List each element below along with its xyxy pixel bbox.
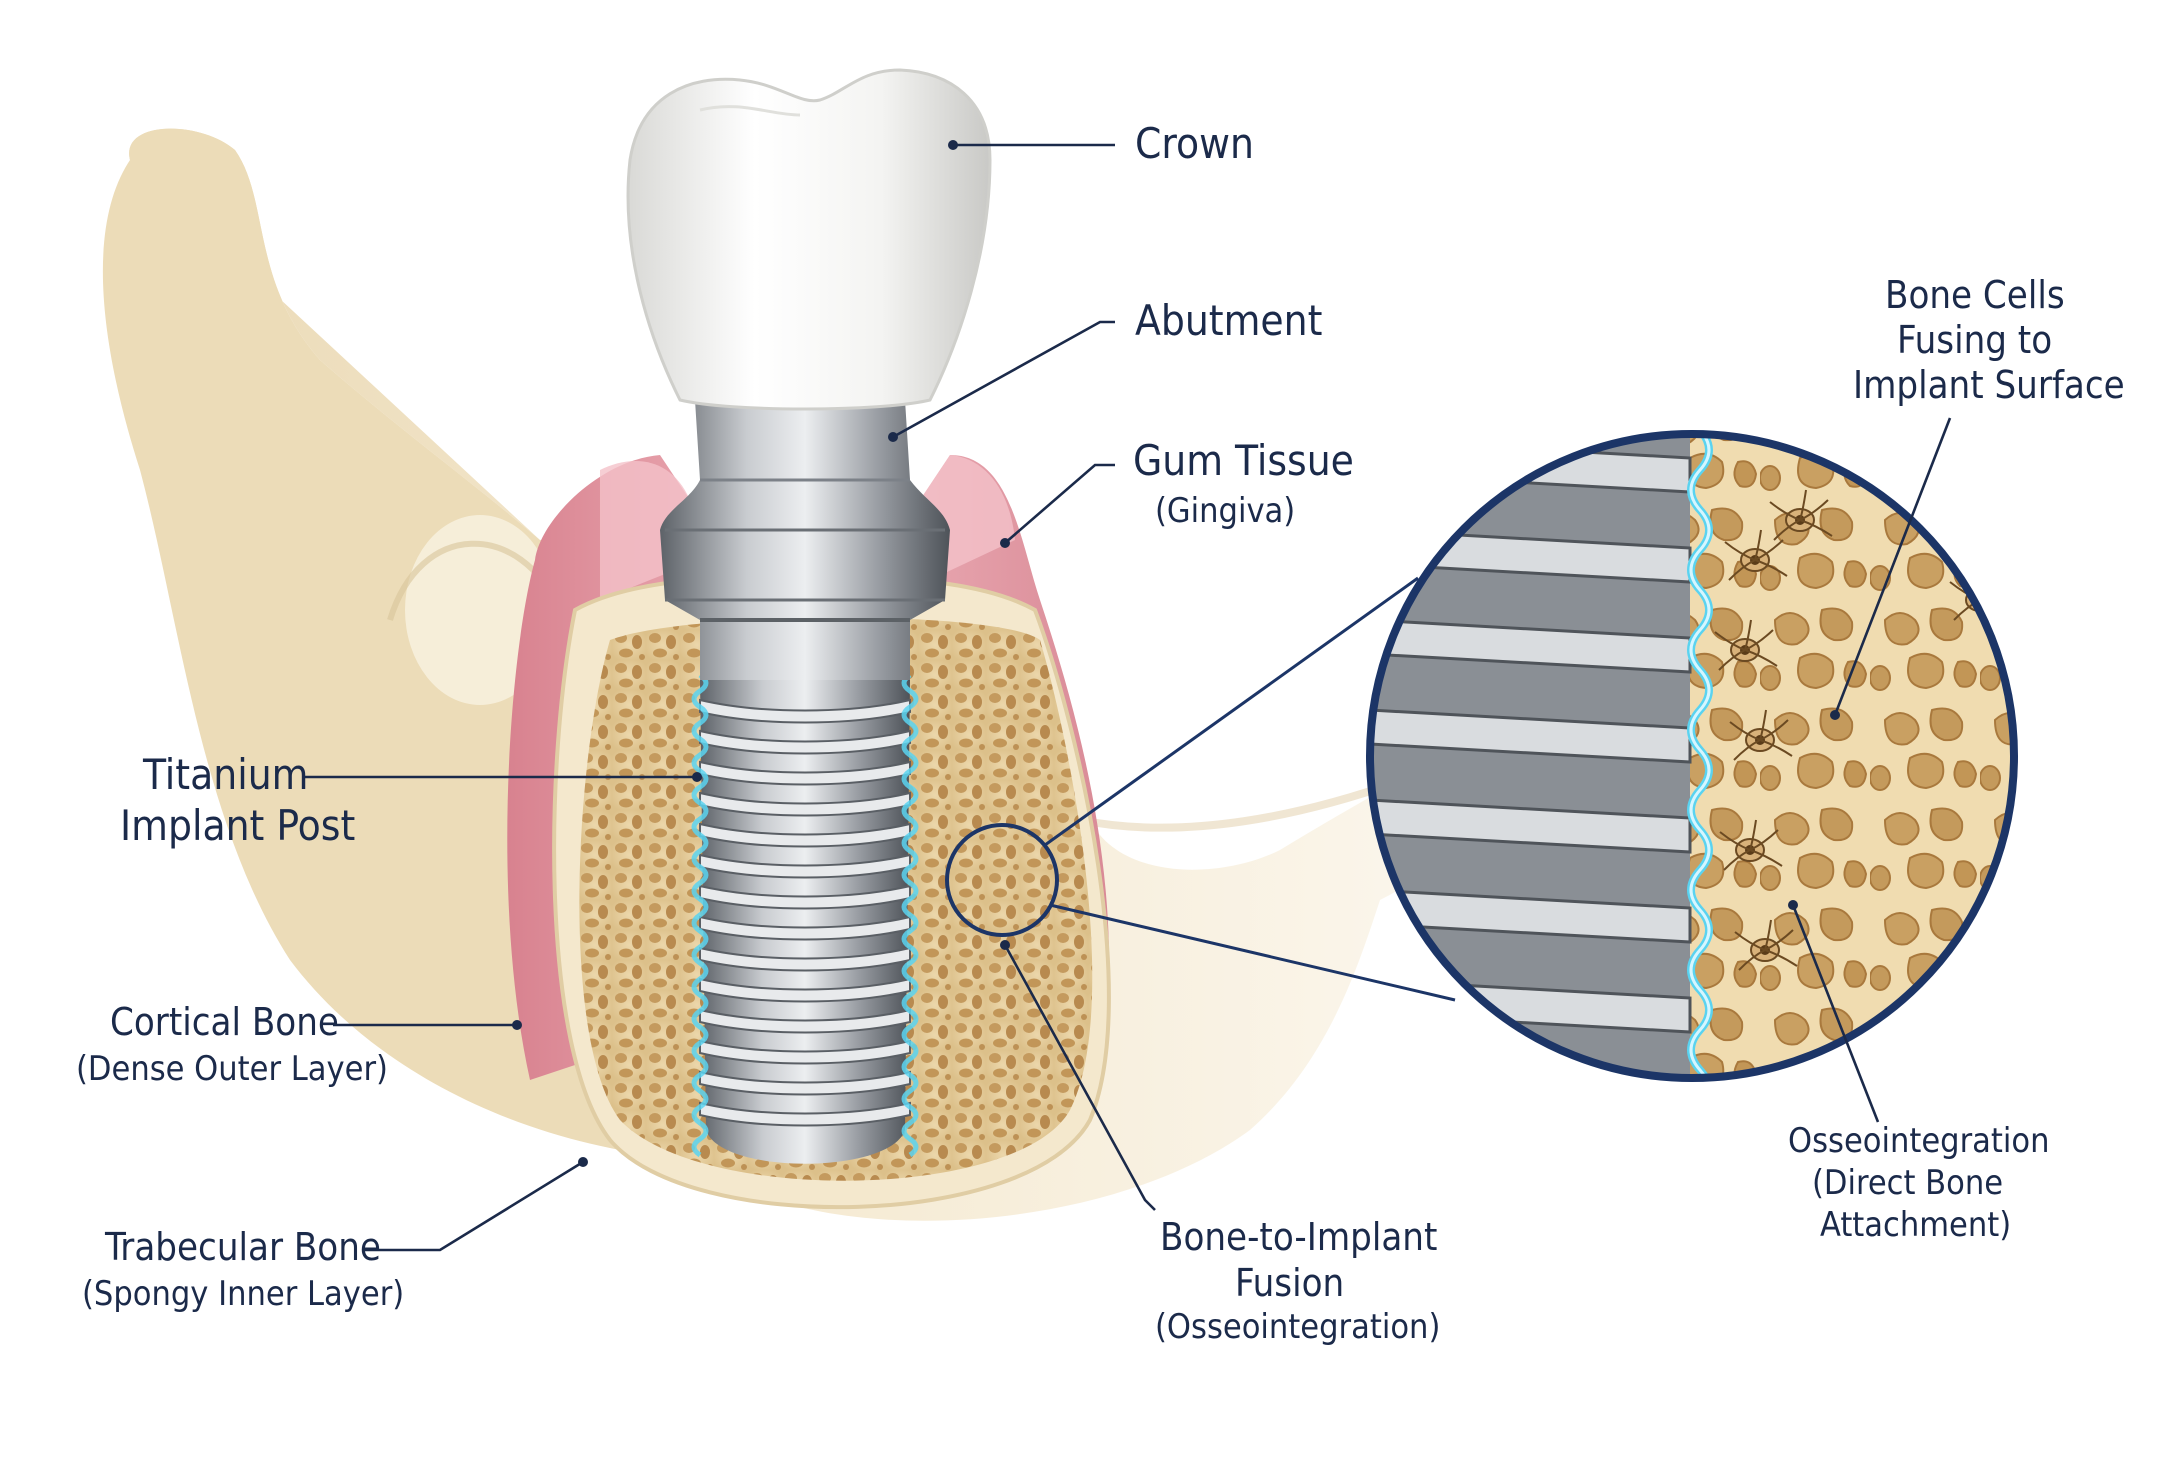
trabecular-label-line1: Trabecular Bone [104,1225,381,1269]
zoom-thread [1370,798,1692,854]
implant-thread [699,1039,911,1065]
label-abutment: Abutment [888,296,1322,442]
implant-thread [699,1101,911,1127]
label-bone-cells: Bone Cells Fusing to Implant Surface [1830,273,2125,720]
implant-thread [699,698,911,724]
zoom-detail-circle [1366,430,2018,1082]
cortical-label-line2: (Dense Outer Layer) [76,1049,388,1089]
titanium-label-line2: Implant Post [120,801,355,850]
bone-cell [1729,709,1793,761]
gum-label-line1: Gum Tissue [1133,436,1354,485]
fusion-label-line3: (Osseointegration) [1155,1307,1440,1347]
zoom-thread [1370,708,1692,764]
implant-thread [699,729,911,755]
titanium-label-line1: Titanium [142,750,308,799]
label-bone-to-implant-fusion: Bone-to-Implant Fusion (Osseointegration… [1000,940,1440,1347]
zoom-thread [1370,888,1692,944]
implant-thread [699,977,911,1003]
label-osseointegration: Osseointegration (Direct Bone Attachment… [1788,900,2050,1245]
label-cortical-bone: Cortical Bone (Dense Outer Layer) [76,1000,522,1089]
label-gum-tissue: Gum Tissue (Gingiva) [1000,436,1354,548]
cells-label-line3: Implant Surface [1853,363,2125,407]
osseo-label-line2: (Direct Bone [1812,1163,2003,1203]
label-trabecular-bone: Trabecular Bone (Spongy Inner Layer) [82,1157,588,1314]
osseo-label-line3: Attachment) [1820,1205,2011,1245]
osseo-label-line1: Osseointegration [1788,1121,2050,1161]
bone-cell [1714,619,1778,671]
label-crown: Crown [948,119,1254,168]
crown-label: Crown [1135,119,1254,168]
bone-cell [1769,489,1833,541]
gum-label-line2: (Gingiva) [1155,491,1295,531]
trabecular-label-line2: (Spongy Inner Layer) [82,1274,404,1314]
abutment [660,400,950,680]
titanium-implant-post [691,672,919,1164]
cells-label-line1: Bone Cells [1885,273,2065,317]
magnifier-circle [945,823,1059,937]
cortical-label-line1: Cortical Bone [110,1000,339,1044]
bone-cell [1734,919,1798,971]
zoom-thread [1370,618,1692,674]
crown [626,68,992,411]
cells-label-line2: Fusing to [1897,318,2052,362]
fusion-label-line1: Bone-to-Implant [1160,1215,1437,1259]
bone-cell [1724,529,1788,581]
zoom-connector-lines [1044,576,1456,1002]
implant-thread [699,1008,911,1034]
bone-cell [1719,819,1783,871]
label-titanium-implant-post: Titanium Implant Post [120,750,702,850]
implant-thread [699,1070,911,1096]
abutment-label: Abutment [1135,296,1322,345]
fusion-label-line2: Fusion [1235,1261,1344,1305]
